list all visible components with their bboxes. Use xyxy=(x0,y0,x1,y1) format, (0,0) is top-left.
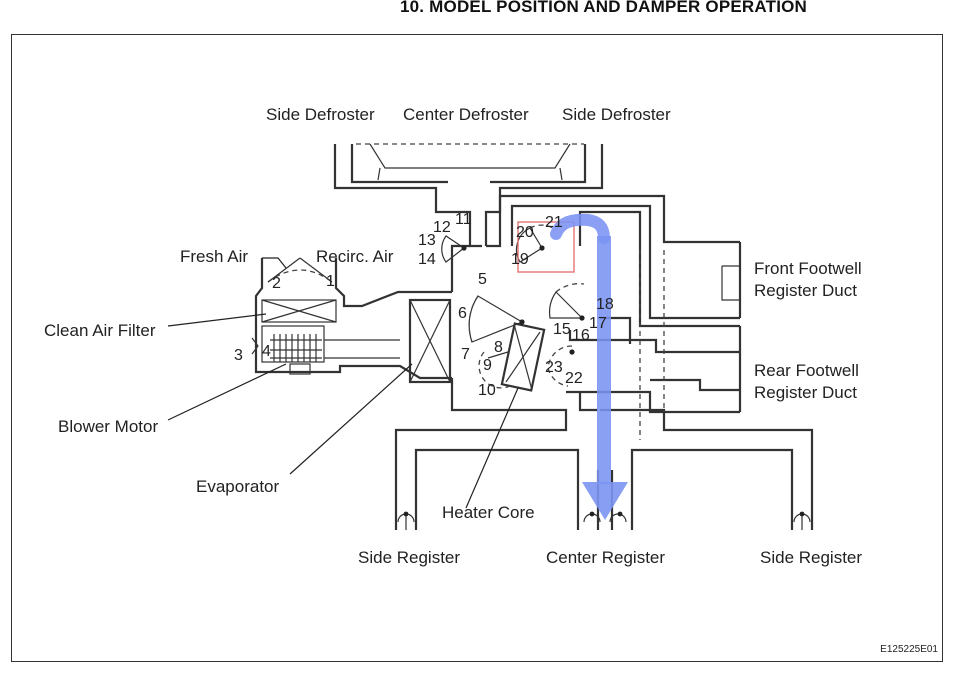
heater-core-label: Heater Core xyxy=(442,503,535,522)
num-16: 16 xyxy=(572,327,590,344)
num-3: 3 xyxy=(234,347,243,364)
num-2: 2 xyxy=(272,275,281,292)
num-22: 22 xyxy=(565,370,583,387)
num-13: 13 xyxy=(418,232,436,249)
num-9: 9 xyxy=(483,357,492,374)
num-1: 1 xyxy=(326,273,335,290)
rear-footwell-duct-label: Register Duct xyxy=(754,383,857,402)
blower-fan xyxy=(270,334,322,362)
num-21: 21 xyxy=(545,214,563,231)
heater-core xyxy=(500,322,546,392)
clean-air-filter-label: Clean Air Filter xyxy=(44,321,156,340)
intake-housing xyxy=(251,257,452,380)
diagram-frame xyxy=(11,34,943,662)
recirc-air-label: Recirc. Air xyxy=(316,247,394,266)
num-5: 5 xyxy=(478,271,487,288)
figure-code: E125225E01 xyxy=(880,644,938,655)
num-20: 20 xyxy=(516,224,534,241)
leader-lines xyxy=(167,257,519,509)
dampers xyxy=(441,224,585,389)
side-defroster-left-label: Side Defroster xyxy=(266,105,375,124)
num-18: 18 xyxy=(596,296,614,313)
num-14: 14 xyxy=(418,251,436,268)
front-footwell-duct-label: Register Duct xyxy=(754,281,857,300)
evaporator-label: Evaporator xyxy=(196,477,279,496)
page-title: 10. MODEL POSITION AND DAMPER OPERATION xyxy=(400,0,808,16)
num-6: 6 xyxy=(458,305,467,322)
front-footwell-label: Front Footwell xyxy=(754,259,862,278)
evaporator xyxy=(408,298,452,384)
register-dampers xyxy=(397,511,811,530)
num-4: 4 xyxy=(262,343,271,360)
num-15: 15 xyxy=(553,321,571,338)
num-12: 12 xyxy=(433,219,451,236)
damper-numbers: 1 2 3 4 5 6 7 8 9 10 11 12 13 14 15 16 1… xyxy=(234,211,614,399)
side-register-left-label: Side Register xyxy=(358,548,460,567)
blower-motor-label: Blower Motor xyxy=(58,417,158,436)
side-register-right-label: Side Register xyxy=(760,548,862,567)
num-11: 11 xyxy=(455,211,472,228)
num-10: 10 xyxy=(478,382,496,399)
num-19: 19 xyxy=(511,251,529,268)
num-8: 8 xyxy=(494,339,503,356)
rear-footwell-label: Rear Footwell xyxy=(754,361,859,380)
center-register-label: Center Register xyxy=(546,548,665,567)
side-defroster-right-label: Side Defroster xyxy=(562,105,671,124)
fresh-air-label: Fresh Air xyxy=(180,247,248,266)
num-17: 17 xyxy=(589,315,607,332)
airflow-arrow xyxy=(550,213,628,520)
center-defroster-label: Center Defroster xyxy=(403,105,529,124)
highlight-box xyxy=(517,221,575,273)
num-23: 23 xyxy=(545,359,563,376)
num-7: 7 xyxy=(461,346,470,363)
